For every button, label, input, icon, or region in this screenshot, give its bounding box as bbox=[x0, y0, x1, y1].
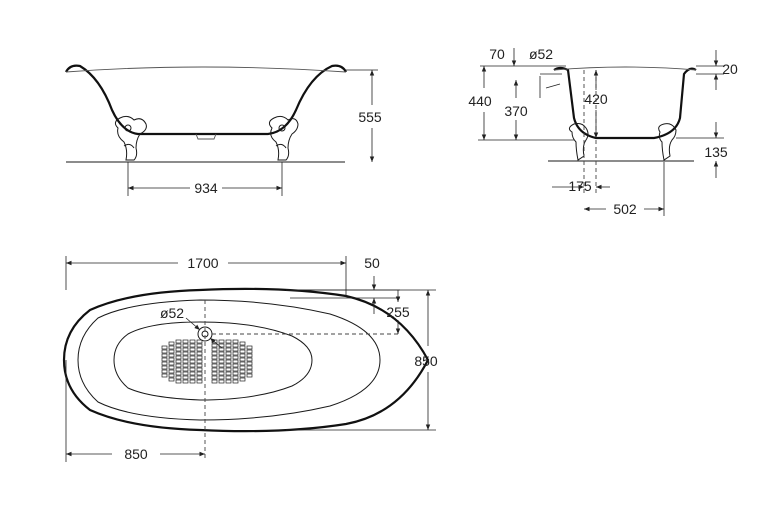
side-leg-height-label: 135 bbox=[704, 144, 728, 160]
side-rim-thickness-label: 20 bbox=[722, 61, 738, 77]
top-basin-outline bbox=[113, 321, 313, 401]
side-right-foot bbox=[658, 123, 677, 161]
front-right-foot bbox=[268, 115, 299, 161]
side-drain-diameter-label: ø52 bbox=[529, 46, 553, 62]
front-drain bbox=[195, 133, 217, 140]
top-half-length-label: 850 bbox=[124, 446, 148, 462]
side-total-height-label: 440 bbox=[468, 93, 492, 109]
side-drain-offset-label: 175 bbox=[568, 178, 592, 194]
top-drain-diameter-label: ø52 bbox=[160, 305, 184, 321]
side-view: 70 ø52 20 440 370 420 135 175 bbox=[468, 46, 738, 217]
top-width-label: 850 bbox=[414, 353, 438, 369]
top-view: ø52 1700 50 255 850 850 bbox=[62, 255, 438, 462]
side-rim-offset-label: 70 bbox=[489, 46, 505, 62]
front-leg-spacing-label: 934 bbox=[194, 180, 218, 196]
top-drain-grate bbox=[161, 339, 253, 384]
front-view: 934 555 bbox=[65, 64, 382, 196]
top-length-label: 1700 bbox=[187, 255, 218, 271]
side-tub-outline bbox=[553, 66, 697, 140]
top-drain-offset-label: 255 bbox=[386, 304, 410, 320]
top-rim-edge-label: 50 bbox=[364, 255, 380, 271]
side-leg-center-label: 502 bbox=[613, 201, 637, 217]
top-inner-rim bbox=[77, 299, 381, 421]
front-tub-outline bbox=[65, 64, 347, 136]
side-left-foot bbox=[568, 123, 589, 161]
front-tub-rim bbox=[65, 66, 347, 73]
front-height-label: 555 bbox=[358, 109, 382, 125]
side-depth-label: 420 bbox=[584, 91, 608, 107]
top-outer-outline bbox=[62, 287, 430, 433]
side-tub-rim bbox=[553, 66, 697, 71]
front-left-foot bbox=[114, 115, 147, 161]
side-inner-height-label: 370 bbox=[504, 103, 528, 119]
